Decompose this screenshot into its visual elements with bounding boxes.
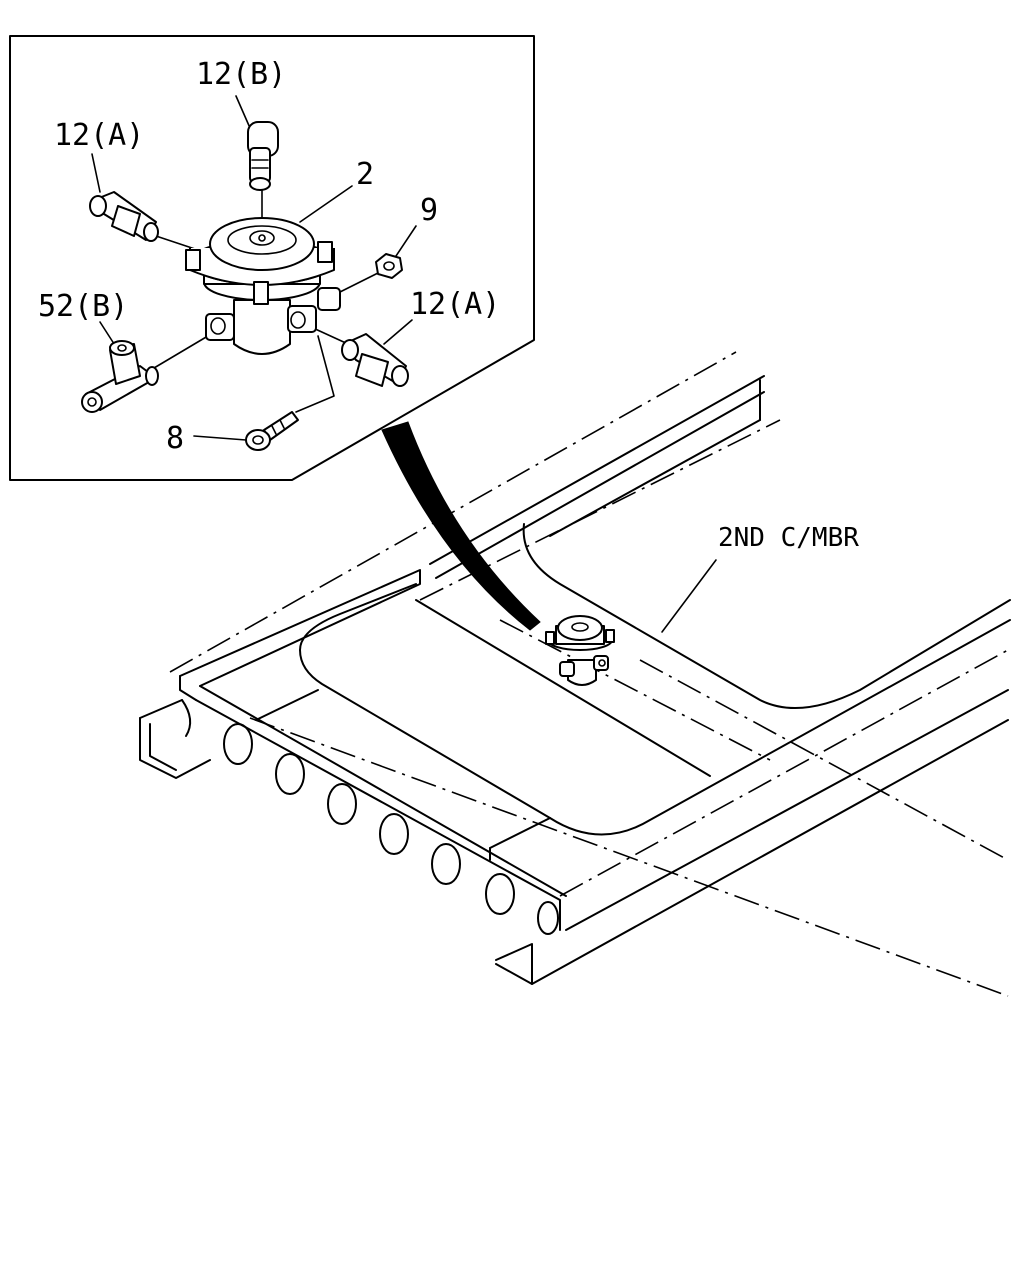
label-crossmember: 2ND C/MBR <box>718 523 859 553</box>
leader-8 <box>193 435 247 441</box>
leader-12a-left <box>91 153 101 193</box>
leader-9 <box>395 225 417 257</box>
fitting-12b <box>247 121 279 191</box>
leader-12a-right <box>383 319 413 345</box>
rail-holes <box>223 723 559 935</box>
leader-12b <box>235 95 251 129</box>
leader-crossmember <box>661 559 717 633</box>
label-2: 2 <box>356 157 374 192</box>
nut-9 <box>375 253 403 279</box>
label-9: 9 <box>420 193 438 228</box>
leader-2 <box>299 185 353 223</box>
center-line-right <box>339 271 381 293</box>
label-8: 8 <box>166 421 184 456</box>
label-12a-right: 12(A) <box>410 287 500 322</box>
valve-body-2 <box>185 217 341 355</box>
center-line-bolt <box>295 335 335 413</box>
valve-on-crossmember <box>545 615 615 686</box>
location-arrow <box>381 421 541 631</box>
fitting-12a-right <box>341 333 409 387</box>
inset-frame <box>9 35 535 481</box>
label-12a-left: 12(A) <box>54 118 144 153</box>
tee-52b <box>81 340 159 413</box>
label-52b: 52(B) <box>38 289 128 324</box>
detail-inset: 12(B) 12(A) 2 9 52(B) 12(A) 8 <box>9 35 535 481</box>
frame-crossmember <box>139 351 1011 997</box>
fitting-12a-left <box>89 191 159 242</box>
label-12b: 12(B) <box>196 57 286 92</box>
bolt-8 <box>245 411 299 451</box>
